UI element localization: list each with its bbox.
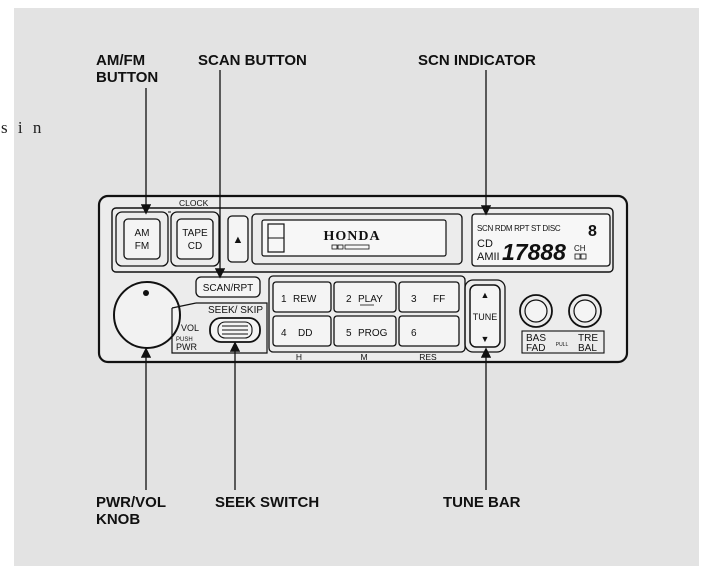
disc-digit: 8 [588, 223, 597, 240]
callout-tune-bar: TUNE BAR [443, 494, 521, 511]
callout-am-fm-button: AM/FM BUTTON [96, 52, 159, 86]
eject-button[interactable]: ▲ [227, 215, 249, 263]
preset-1-label: REW [293, 294, 317, 305]
preset-1-button[interactable]: 1 REW [272, 281, 332, 313]
preset-4-label: DD [298, 328, 312, 339]
callout-seek-switch: SEEK SWITCH [215, 494, 320, 511]
hour-set-label: H [296, 352, 302, 362]
ch-indicator: CH [574, 244, 586, 253]
seek-switch[interactable] [209, 317, 261, 343]
bas-fad-knob[interactable] [519, 294, 553, 328]
preset-5-label: PROG [358, 328, 388, 339]
push-label: PUSH [176, 337, 193, 343]
preset-2-label: PLAY [358, 294, 383, 305]
tape-slot: HONDA [251, 213, 463, 265]
amfm-indicator: AMII [477, 251, 500, 263]
preset-1-number: 1 [281, 294, 287, 305]
lcd-display: SCN RDM RPT ST DISC 8 CD AMII 17888 CH [471, 213, 611, 267]
scan-rpt-button[interactable]: SCAN/RPT [195, 276, 261, 298]
callout-scn-indicator: SCN INDICATOR [418, 52, 536, 69]
fm-label: FM [135, 241, 149, 252]
preset-2-number: 2 [346, 294, 352, 305]
preset-3-number: 3 [411, 294, 417, 305]
minute-set-label: M [360, 352, 367, 362]
tune-up-icon: ▲ [481, 290, 490, 300]
preset-3-label: FF [433, 294, 445, 305]
frequency-digits: 17888 [502, 239, 566, 265]
preset-4-number: 4 [281, 328, 287, 339]
preset-5-button[interactable]: 5 PROG [333, 315, 397, 347]
tune-bar[interactable]: ▲ TUNE ▼ [464, 279, 506, 353]
tune-label: TUNE [473, 312, 498, 322]
tre-bal-knob[interactable] [568, 294, 602, 328]
preset-5-number: 5 [346, 328, 352, 339]
top-panel-frame [111, 207, 614, 273]
am-fm-button[interactable]: AM FM [115, 211, 169, 267]
tape-label: TAPE [182, 228, 208, 239]
clock-label: CLOCK [179, 198, 209, 208]
bal-label: BAL [578, 343, 597, 354]
vol-label: VOL [181, 323, 199, 333]
seek-skip-group: SEEK/ SKIP VOL PUSH PWR [171, 302, 268, 354]
callout-scan-button: SCAN BUTTON [198, 52, 307, 69]
pwr-label: PWR [176, 342, 197, 352]
am-label: AM [135, 228, 150, 239]
pull-label: PULL [556, 342, 569, 348]
reset-label: RES [419, 352, 437, 362]
cd-label: CD [188, 241, 202, 252]
eject-icon: ▲ [233, 234, 244, 246]
preset-2-button[interactable]: 2 PLAY [333, 281, 397, 313]
scn-indicator-row: SCN RDM RPT ST DISC [477, 224, 561, 233]
tone-label-box: BAS FAD PULL TRE BAL [521, 330, 605, 354]
seek-skip-label: SEEK/ SKIP [208, 305, 263, 316]
preset-4-button[interactable]: 4 DD [272, 315, 332, 347]
pwr-vol-knob[interactable] [113, 281, 181, 349]
tre-label: TRE [578, 333, 598, 344]
cd-indicator: CD [477, 238, 493, 250]
scan-rpt-label: SCAN/RPT [203, 283, 254, 294]
preset-3-button[interactable]: 3 FF [398, 281, 460, 313]
fad-label: FAD [526, 343, 545, 354]
tape-cd-button[interactable]: TAPE CD [170, 211, 220, 267]
callout-pwr-vol-knob: PWR/VOL KNOB [96, 494, 166, 528]
preset-6-number: 6 [411, 328, 417, 339]
tune-down-icon: ▼ [481, 334, 490, 344]
bas-label: BAS [526, 333, 546, 344]
stray-text: s i n [1, 118, 45, 137]
honda-logo: HONDA [323, 229, 380, 244]
preset-6-button[interactable]: 6 [398, 315, 460, 347]
